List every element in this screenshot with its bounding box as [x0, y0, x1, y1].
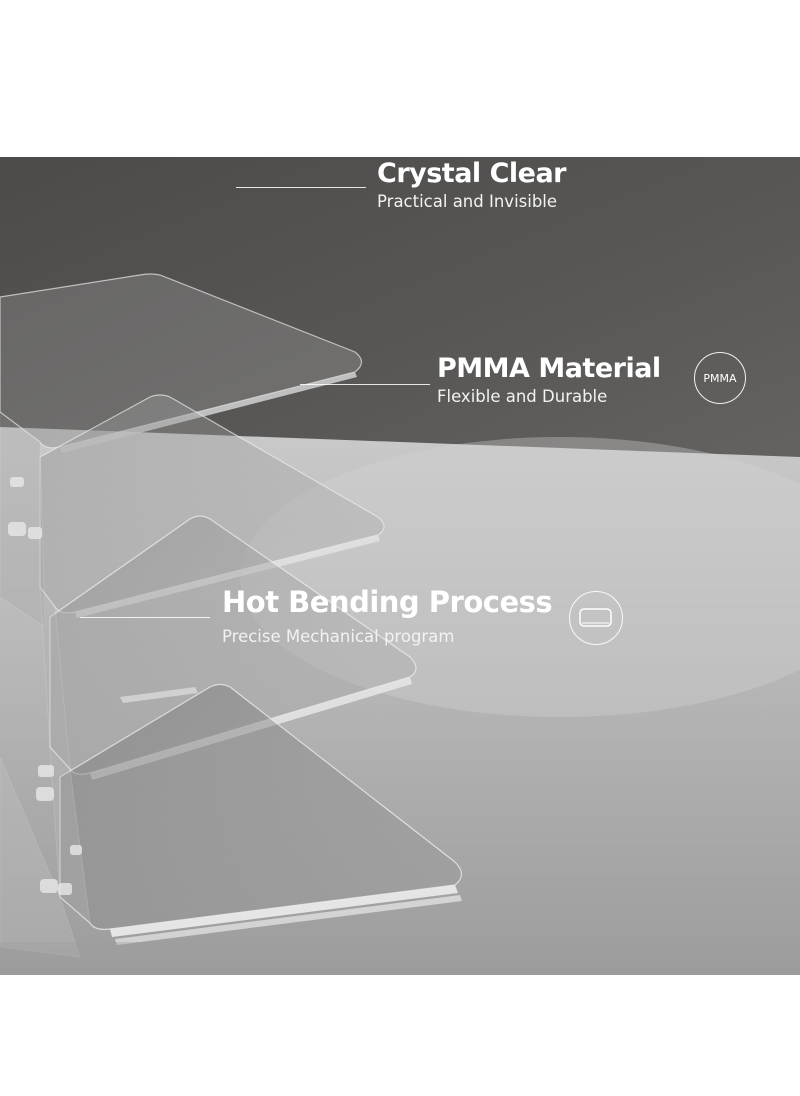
- pmma-badge-icon: PMMA: [694, 352, 746, 404]
- feature-hot-bending: Hot Bending Process Precise Mechanical p…: [222, 585, 553, 646]
- pmma-badge-label: PMMA: [703, 371, 737, 385]
- feature-subtitle: Practical and Invisible: [377, 192, 558, 211]
- feature-subtitle: Flexible and Durable: [437, 387, 608, 406]
- acrylic-stand-photo: [0, 157, 800, 975]
- feature-subtitle: Precise Mechanical program: [222, 627, 455, 646]
- product-photo: [0, 157, 800, 975]
- leader-line-crystal-clear: [236, 187, 366, 188]
- leader-line-pmma-material: [300, 384, 430, 385]
- feature-title: PMMA Material: [437, 353, 661, 384]
- feature-pmma-material: PMMA Material Flexible and Durable: [437, 355, 661, 406]
- feature-title: Hot Bending Process: [222, 585, 553, 619]
- feature-crystal-clear: Crystal Clear Practical and Invisible: [377, 158, 567, 211]
- leader-line-hot-bending: [80, 617, 210, 618]
- bent-sheet-icon: [569, 591, 623, 645]
- feature-title: Crystal Clear: [377, 158, 567, 189]
